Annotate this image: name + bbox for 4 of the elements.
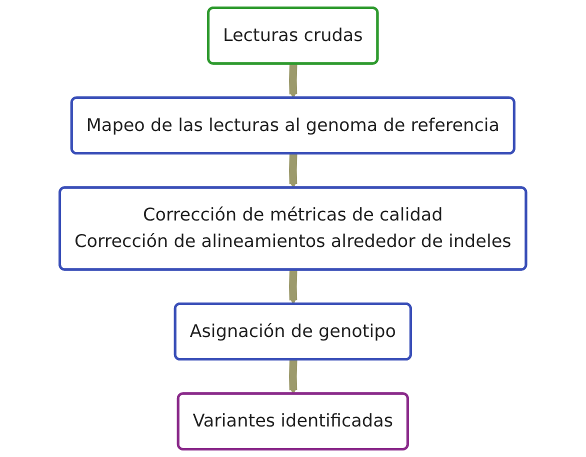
arrow <box>288 154 298 188</box>
arrow <box>288 360 298 394</box>
arrow <box>288 270 298 305</box>
arrow <box>288 64 298 99</box>
